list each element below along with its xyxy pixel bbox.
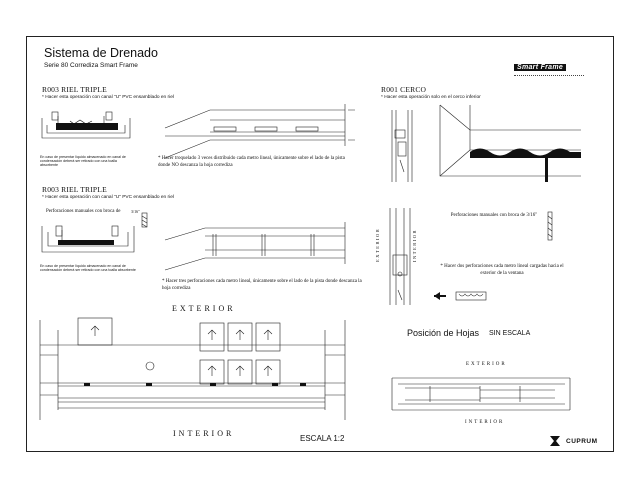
hojas-plan-drawing [391,377,571,411]
r001-arrow-head [434,292,440,300]
r001-section-drawing [389,208,411,305]
section-r003-a-side-note: En caso de presentar líquido almacenado … [40,155,126,168]
r001-drilled-bar-icon [455,291,487,301]
r003-a-water-line [69,119,93,125]
section-r001-desc: * Hacer dos perforaciones cada metro lin… [440,264,564,276]
plan-drain-mark [210,383,216,386]
r003-b-rail-drawing [164,222,346,271]
page-title: Sistema de Drenado [44,46,158,60]
section-r001-title: R001 CERCO [381,85,427,94]
section-r001-note: * Hacer esta operación solo en el cerco … [381,95,481,100]
section-r003-a-desc: * Hacer troquelado 3 veces distribuido c… [158,156,345,168]
cuprum-logo-icon [550,436,560,446]
r003-a-profile-fill [56,123,118,130]
r001-drill-bit-icon [547,211,553,241]
plan-exterior-label: EXTERIOR [172,304,236,313]
plan-drain-mark [272,383,278,386]
plan-view-drawing [39,317,346,420]
brand-underline [514,75,584,76]
section-r003-b-note: * Hacer esta operación con canal "U" PVC… [42,195,174,200]
section-r003-b-desc: * Hacer tres perforaciones cada metro li… [162,279,362,291]
drawing-sheet [26,36,614,452]
section-r003-b-title: R003 RIEL TRIPLE [42,185,107,194]
r001-profile-drawing [391,110,413,182]
plan-scale-label: ESCALA 1:2 [300,434,345,443]
section-r003-b-side-note: En caso de presentar líquido almacenado … [40,264,136,273]
section-r003-a-title: R003 RIEL TRIPLE [42,85,107,94]
hojas-title: Posición de Hojas [407,328,480,338]
r003-a-rail-drawing [164,104,355,159]
r003-b-drill-bit-thread [141,215,148,228]
brand-logo: Smart Frame [514,64,567,71]
r003-b-profile-fill [58,240,114,245]
plan-drain-mark [300,383,306,386]
r003-b-profile-drawing [41,225,135,253]
plan-drain-mark [146,383,152,386]
r001-window-seal-fill [470,148,581,158]
page-subtitle: Serie 80 Corrediza Smart Frame [44,62,138,69]
plan-interior-label: INTERIOR [173,429,235,438]
hojas-interior-label: INTERIOR [465,420,505,425]
section-r001-perforaciones: Perforaciones manuales con broca de 3/16… [450,213,538,218]
r003-b-drill-bit-icon [141,212,148,228]
r001-drilled-bar-pattern [458,293,484,297]
section-r003-b-fraction: 3/16" [131,209,140,214]
r001-window-drawing [439,104,581,177]
r001-window-post [545,158,548,182]
section-r003-a-note: * Hacer esta operación con canal "U" PVC… [42,95,174,100]
hojas-no-scale: SIN ESCALA [489,330,531,337]
section-r003-b-perforaciones: Perforaciones manuales con broca de [46,209,121,214]
hojas-exterior-label: EXTERIOR [466,362,507,367]
plan-drain-mark [84,383,90,386]
r001-drill-bit-thread [547,215,553,238]
cuprum-logo-text: CUPRUM [566,438,598,445]
